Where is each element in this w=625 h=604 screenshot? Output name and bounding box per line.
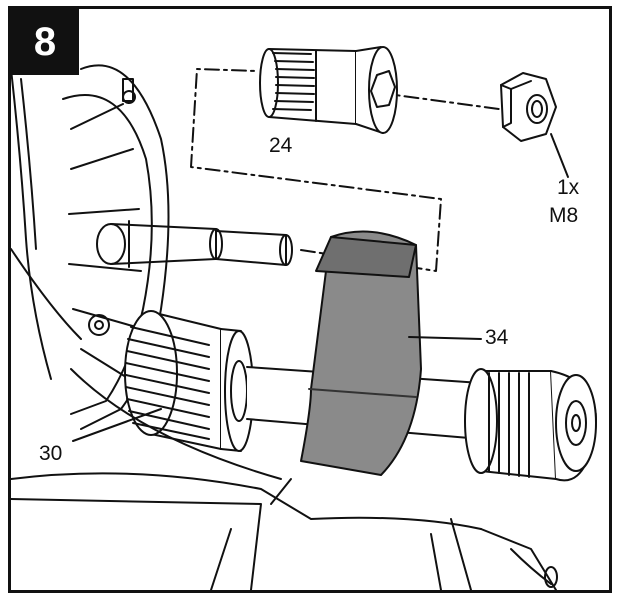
callout-label-nut-size: M8	[549, 204, 579, 227]
drive-belt-34	[300, 230, 422, 476]
motor-shaft	[96, 220, 293, 268]
assembly-illustration	[11, 46, 597, 590]
callout-label-nut-qty: 1x	[557, 176, 580, 199]
callout-label-34: 34	[485, 326, 509, 349]
callout-label-24: 24	[269, 134, 293, 157]
instruction-frame: 8	[8, 6, 612, 593]
toothed-pulley-30	[124, 310, 254, 452]
lower-housing	[11, 368, 558, 590]
threaded-pulley	[464, 368, 597, 482]
hex-nut-m8	[500, 72, 557, 142]
spacer-part-24	[259, 46, 398, 134]
nut-guide-dashes	[350, 88, 500, 110]
nut-leader-line	[550, 133, 569, 178]
belt-leader-line	[408, 336, 482, 340]
step-number-badge: 8	[11, 9, 79, 75]
callout-label-30: 30	[39, 442, 63, 465]
pulley-leader-line	[72, 408, 162, 442]
